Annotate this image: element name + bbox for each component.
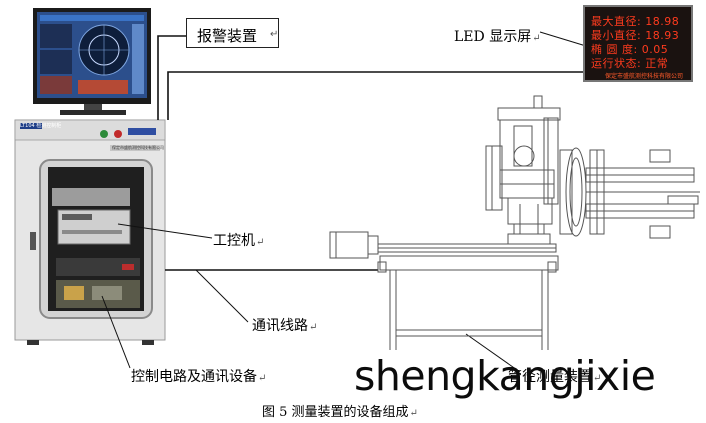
paragraph-mark: ↵ — [532, 33, 541, 44]
cabinet-company-plate: 保定市盛航测控科技有限公司 — [112, 145, 164, 150]
comm-line-label-text: 通讯线路 — [252, 318, 308, 334]
monitor — [33, 8, 151, 115]
figure-caption-text: 图 5 测量装置的设备组成 — [262, 405, 409, 420]
paragraph-mark: ↵ — [258, 373, 267, 384]
led-row-min: 最小直径: 18.93 — [591, 27, 679, 43]
led-max-value: 18.98 — [645, 15, 680, 28]
connection-lines — [157, 35, 583, 271]
measuring-device-label: 管径测量装置↵ — [508, 366, 601, 386]
alarm-connection-line — [157, 35, 186, 120]
control-circuit-label-text: 控制电路及通讯设备 — [131, 369, 257, 385]
led-max-label: 最大直径: — [591, 15, 642, 28]
paragraph-mark: ↵ — [270, 29, 279, 40]
watermark-text: shengkangjixie — [354, 352, 656, 400]
led-min-label: 最小直径: — [591, 29, 642, 42]
led-footer: 保定市盛航测控科技有限公司 — [605, 73, 684, 80]
ipc-label-text: 工控机 — [213, 233, 255, 249]
paragraph-mark: ↵ — [409, 408, 418, 419]
figure-caption: 图 5 测量装置的设备组成↵ — [262, 401, 418, 420]
ipc-label: 工控机↵ — [213, 230, 264, 250]
led-row-status: 运行状态: 正常 — [591, 55, 668, 71]
control-cabinet — [14, 119, 166, 345]
led-min-value: 18.93 — [645, 29, 680, 42]
alarm-device-label: 报警装置 — [197, 27, 258, 45]
paragraph-mark: ↵ — [256, 237, 265, 248]
paragraph-mark: ↵ — [309, 322, 318, 333]
pipe-measuring-device — [329, 95, 700, 350]
led-status-value: 正常 — [645, 57, 669, 70]
leader-lines — [101, 31, 587, 373]
led-status-label: 运行状态: — [591, 57, 642, 70]
measure-leader — [465, 333, 521, 373]
comm-leader — [195, 269, 249, 323]
led-display-label-text: LED 显示屏 — [454, 29, 532, 45]
comm-line-label: 通讯线路↵ — [252, 315, 317, 335]
led-ovality-value: 0.05 — [641, 43, 669, 56]
led-connection-line — [167, 71, 583, 120]
led-row-ovality: 椭 圆 度: 0.05 — [591, 41, 668, 57]
control-circuit-label: 控制电路及通讯设备↵ — [131, 366, 266, 386]
led-ovality-label: 椭 圆 度: — [591, 43, 638, 56]
led-display-label: LED 显示屏↵ — [454, 26, 541, 46]
control-leader — [101, 295, 131, 369]
led-display: 最大直径: 18.98 最小直径: 18.93 椭 圆 度: 0.05 运行状态… — [583, 5, 693, 82]
led-leader — [539, 31, 587, 47]
led-row-max: 最大直径: 18.98 — [591, 13, 679, 29]
measuring-device-label-text: 管径测量装置 — [508, 369, 592, 385]
ipc-leader — [117, 223, 213, 239]
alarm-device-box: 报警装置 ↵ — [186, 18, 279, 48]
cabinet-model-plate: LT104 检测控制柜 — [20, 123, 62, 129]
paragraph-mark: ↵ — [593, 373, 602, 384]
